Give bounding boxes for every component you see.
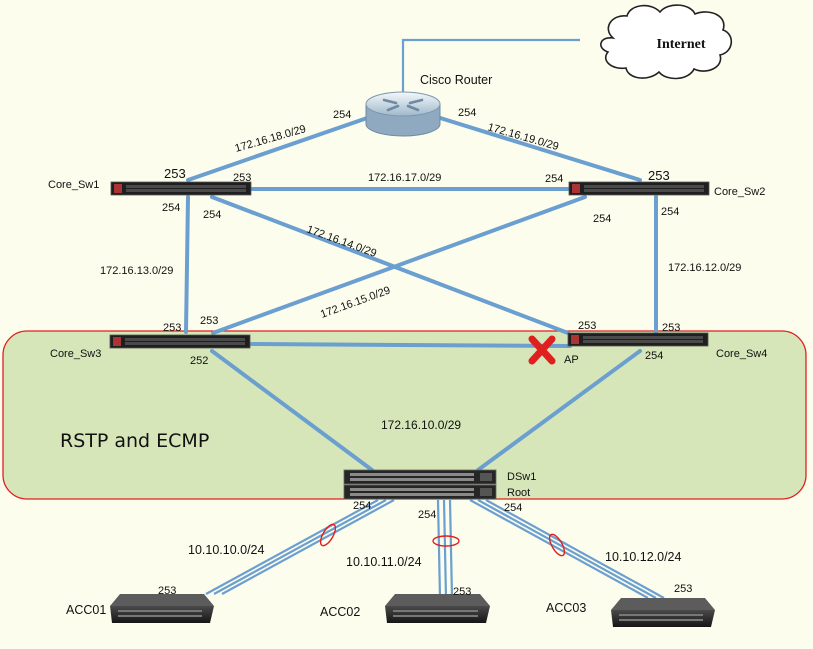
router-label: Cisco Router	[420, 73, 492, 87]
portchannel-acc01-icon	[319, 523, 337, 547]
link-router-core1	[186, 115, 372, 182]
internet-label: Internet	[657, 37, 706, 52]
core2-port-br: 254	[661, 206, 679, 218]
link-core1-core3	[184, 195, 190, 334]
core1-port-right: 253	[233, 172, 251, 184]
dsw1-port-r: 254	[504, 502, 522, 514]
subnet-10: 172.16.10.0/29	[381, 418, 461, 432]
core4-port-top-r: 253	[662, 322, 680, 334]
core1-port-bl: 254	[162, 202, 180, 214]
core-sw1-icon	[110, 181, 252, 196]
subnet-acc01: 10.10.10.0/24	[188, 543, 265, 557]
core-sw2-icon	[568, 181, 710, 196]
core-sw4-label: Core_Sw4	[716, 348, 767, 360]
core-sw3-icon	[109, 334, 251, 349]
acc02-switch-icon	[385, 594, 490, 623]
link-dsw1-acc02	[436, 499, 454, 599]
core-sw3-label: Core_Sw3	[50, 348, 101, 360]
acc03-label: ACC03	[546, 601, 586, 615]
dsw1-port-l: 254	[353, 500, 371, 512]
subnet-13: 172.16.13.0/29	[100, 265, 173, 277]
core-sw2-label: Core_Sw2	[714, 186, 765, 198]
acc02-label: ACC02	[320, 605, 360, 619]
link-dsw1-acc03	[469, 499, 665, 599]
subnet-17: 172.16.17.0/29	[368, 172, 441, 184]
core3-port-top-l: 253	[163, 322, 181, 334]
acc01-switch-icon	[110, 594, 214, 623]
core4-port-bottom: 254	[645, 350, 663, 362]
acc03-switch-icon	[611, 598, 715, 627]
core1-port-br: 254	[203, 209, 221, 221]
subnet-12: 172.16.12.0/29	[668, 262, 741, 274]
router-icon	[365, 91, 441, 137]
portchannel-acc02-icon	[432, 535, 460, 547]
acc03-port: 253	[674, 583, 692, 595]
internet-uplink	[401, 38, 580, 95]
core2-port-top: 253	[648, 168, 670, 183]
core1-port-top: 253	[164, 166, 186, 181]
dsw1-label: DSw1	[507, 471, 536, 483]
dsw1-root-label: Root	[507, 487, 530, 499]
link-dsw1-acc01	[205, 499, 395, 595]
zone-label: RSTP and ECMP	[60, 430, 209, 452]
core-sw4-icon	[567, 332, 709, 347]
acc01-port: 253	[158, 585, 176, 597]
internet-cloud-icon	[600, 4, 733, 80]
link-core2-core3	[211, 195, 587, 335]
blocked-port-icon	[528, 335, 556, 365]
ap-label: AP	[564, 354, 579, 366]
core2-port-bl: 254	[593, 213, 611, 225]
core2-port-left: 254	[545, 173, 563, 185]
core3-port-top-r: 253	[200, 315, 218, 327]
core-sw1-label: Core_Sw1	[48, 179, 99, 191]
acc02-port: 253	[453, 586, 471, 598]
subnet-14: 172.16.14.0/29	[305, 224, 378, 260]
router-port-left: 254	[333, 109, 351, 121]
dsw1-port-m: 254	[418, 509, 436, 521]
subnet-acc03: 10.10.12.0/24	[605, 550, 682, 564]
portchannel-acc03-icon	[548, 533, 566, 557]
router-port-right: 254	[458, 107, 476, 119]
core3-port-bottom: 252	[190, 355, 208, 367]
link-core3-dsw1	[210, 349, 374, 472]
link-core1-core4	[210, 195, 570, 335]
acc01-label: ACC01	[66, 603, 106, 617]
dsw1-icon	[343, 469, 497, 500]
subnet-acc02: 10.10.11.0/24	[346, 555, 422, 569]
link-router-core2	[435, 115, 642, 182]
link-core3-core4	[248, 342, 572, 348]
core4-port-top-l: 253	[578, 320, 596, 332]
link-core4-dsw1	[476, 349, 642, 472]
